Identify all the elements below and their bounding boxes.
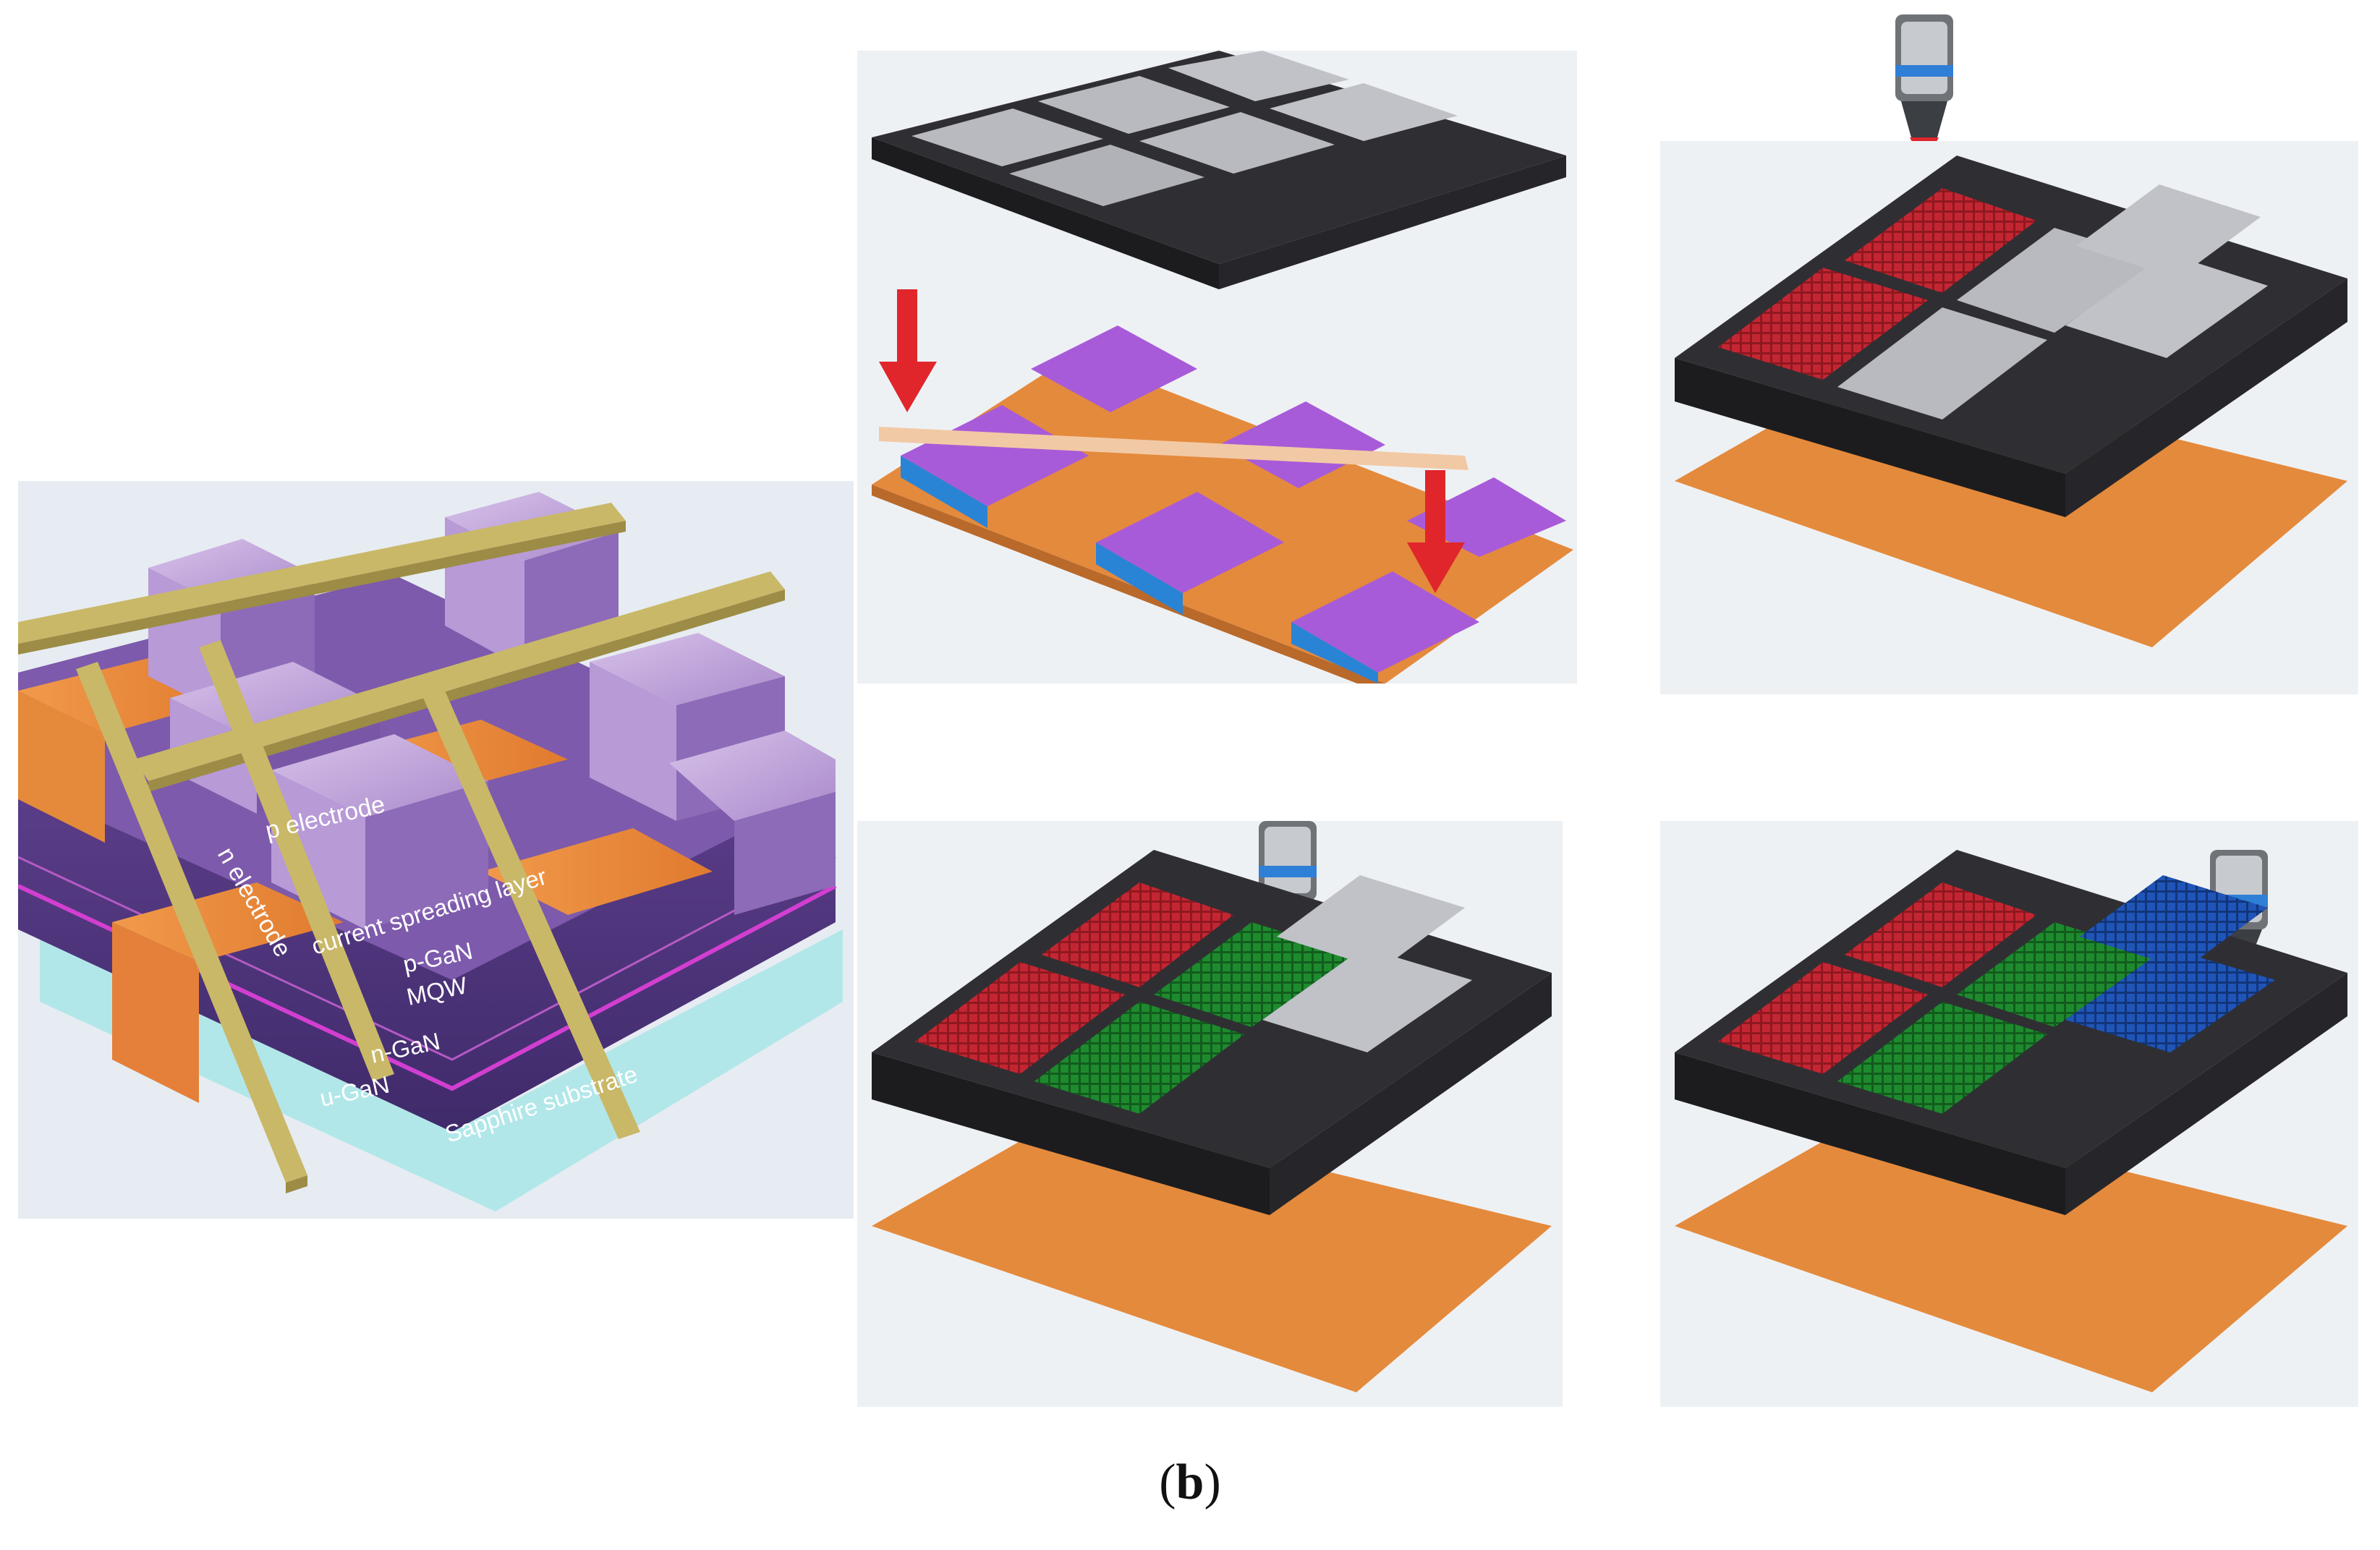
red-subpixel <box>1718 268 1928 380</box>
green-subpixel <box>1154 922 1356 1027</box>
green-subpixel <box>1034 1002 1244 1114</box>
green-subpixel <box>1957 922 2159 1027</box>
led-chip <box>271 734 488 929</box>
micro-led-structure-illustration: p electrode n electrode current spreadin… <box>18 492 843 1212</box>
blue-deposition-panel <box>1660 821 2358 1407</box>
frame-bonding-illustration <box>872 51 1573 684</box>
pixel-frame <box>872 51 1566 289</box>
blue-subpixel <box>2080 875 2268 969</box>
red-subpixel <box>1845 188 2036 293</box>
green-deposition-panel <box>857 821 1563 1407</box>
red-deposition-panel <box>1660 141 2358 694</box>
blue-subpixel <box>2065 948 2275 1052</box>
figure-caption: (b) <box>1159 1455 1221 1510</box>
red-subpixel <box>1042 882 1233 987</box>
red-subpixel <box>915 962 1125 1074</box>
frame-bonding-panel <box>857 51 1577 684</box>
chip-array <box>901 325 1566 684</box>
down-arrow-icon <box>1407 470 1465 593</box>
micro-led-structure-panel: p electrode n electrode current spreadin… <box>18 481 854 1219</box>
green-subpixel <box>1837 1002 2047 1114</box>
down-arrow-icon <box>879 289 937 412</box>
red-subpixel <box>1718 962 1928 1074</box>
led-chip <box>669 731 836 915</box>
red-subpixel <box>1845 882 2036 987</box>
